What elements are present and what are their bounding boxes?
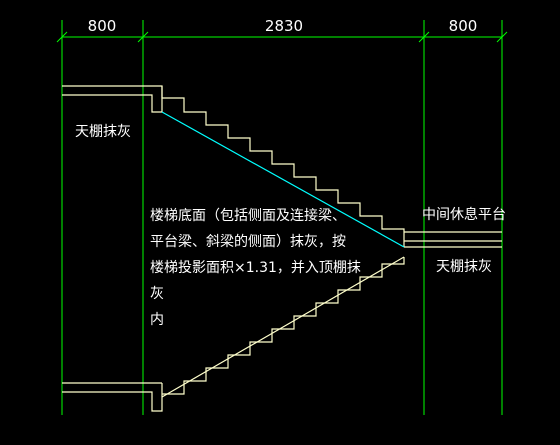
upper-flight-steps	[161, 86, 405, 247]
stair-outlines	[62, 85, 502, 412]
dimension-tick	[418, 31, 430, 43]
ceiling-label-left: 天棚抹灰	[75, 124, 131, 140]
lower-flight-underside	[161, 256, 405, 398]
lower-flight-steps	[162, 257, 405, 395]
dimension-tick	[56, 31, 68, 43]
upper-flight-underside	[161, 111, 405, 248]
upper-landing-slab	[62, 85, 163, 113]
middle-platform-slab	[404, 231, 502, 248]
dimension-tick	[137, 31, 149, 43]
lower-landing-slab	[62, 382, 163, 412]
dimension-right: 800	[449, 17, 478, 35]
plastering-description: 楼梯底面（包括侧面及连接梁、 平台梁、斜梁的侧面）抹灰，按 楼梯投影面积×1.3…	[150, 208, 361, 328]
mid-platform-label: 中间休息平台	[422, 207, 506, 223]
dimension-tick	[496, 31, 508, 43]
dimension-middle: 2830	[265, 17, 303, 35]
dimension-left: 800	[88, 17, 117, 35]
ceiling-label-right: 天棚抹灰	[436, 259, 492, 275]
